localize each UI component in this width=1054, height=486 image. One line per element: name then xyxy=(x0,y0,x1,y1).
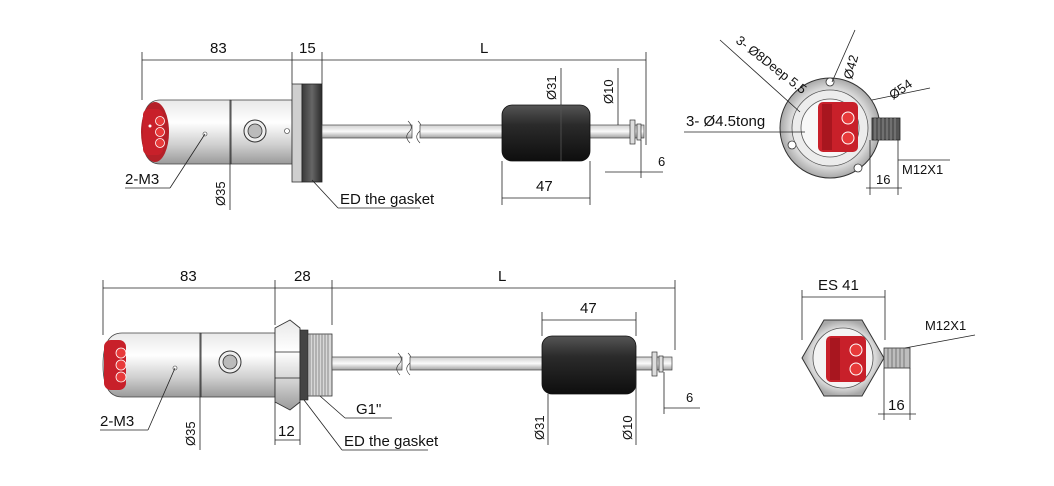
dim-83-label: 83 xyxy=(210,40,227,57)
screw-hole xyxy=(284,128,290,134)
label-through-holes: 3- Ø4.5tong xyxy=(686,113,765,130)
indicator-led xyxy=(849,343,863,357)
connector-pin xyxy=(247,123,263,139)
label-holes: 3- Ø8Deep 5.5 xyxy=(733,33,809,97)
dim-6-label: 6 xyxy=(686,390,693,405)
connector-m12 xyxy=(883,347,911,369)
label-phi42: Ø42 xyxy=(840,53,861,81)
dim-16-label: 16 xyxy=(888,397,905,414)
float-ball xyxy=(501,104,591,162)
dim-16-label: 16 xyxy=(876,172,890,187)
indicator-led xyxy=(155,127,165,137)
dim-L-label: L xyxy=(480,40,488,57)
dim-28-label: 28 xyxy=(294,268,311,285)
label-2-m3: 2-M3 xyxy=(125,171,159,188)
indicator-led xyxy=(115,347,127,359)
leader-screws xyxy=(169,133,206,189)
float-ball xyxy=(541,335,637,395)
end-stop xyxy=(651,351,658,377)
label-m12x1: M12X1 xyxy=(902,162,943,177)
label-g1: G1" xyxy=(356,401,381,418)
leader-gasket xyxy=(303,399,343,451)
bottom-end-view: ES 41 M12X1 16 xyxy=(801,277,976,420)
leader-gasket xyxy=(311,179,339,209)
dim-47-label: 47 xyxy=(580,300,597,317)
connector-m12 xyxy=(871,117,901,141)
indicator-led xyxy=(155,116,165,126)
dim-phi31-label: Ø31 xyxy=(544,75,559,100)
gasket xyxy=(301,83,323,183)
top-end-view: 3- Ø8Deep 5.5 Ø42 Ø54 3- Ø4.5tong 16 M12… xyxy=(684,29,950,195)
indicator-led xyxy=(849,362,863,376)
gasket xyxy=(299,329,309,401)
leader-phi54 xyxy=(871,87,931,101)
indicator-led xyxy=(115,371,127,383)
hex-nut xyxy=(274,319,301,411)
leader-m12 xyxy=(904,334,976,349)
connector-thread xyxy=(874,118,896,140)
mount-hole xyxy=(853,163,863,173)
dim-12-label: 12 xyxy=(278,423,295,440)
label-gasket: ED the gasket xyxy=(344,433,439,450)
display-strip xyxy=(830,338,840,380)
break-mark xyxy=(406,120,412,144)
indicator-led xyxy=(841,111,855,125)
label-phi54: Ø54 xyxy=(886,76,915,102)
connector-thread xyxy=(887,348,905,368)
indicator-led xyxy=(841,131,855,145)
indicator-led xyxy=(155,138,165,148)
leader-screws xyxy=(147,367,176,431)
bottom-side-view: 83 28 L 47 xyxy=(100,268,700,451)
leader-thread xyxy=(319,395,346,419)
dim-L-label: L xyxy=(498,268,506,285)
label-2-m3: 2-M3 xyxy=(100,413,134,430)
dim-83-label: 83 xyxy=(180,268,197,285)
end-stop xyxy=(629,119,636,145)
dim-phi31-label: Ø31 xyxy=(532,415,547,440)
display-strip xyxy=(822,104,832,150)
end-stop xyxy=(636,123,642,141)
thread-lines xyxy=(309,334,329,396)
leader-holes xyxy=(719,39,801,113)
connector-pin xyxy=(222,354,238,370)
dim-phi10-label: Ø10 xyxy=(601,79,616,104)
indicator-led xyxy=(115,359,127,371)
stem-rod xyxy=(321,124,413,139)
label-phi35: Ø35 xyxy=(183,421,198,446)
stem-rod xyxy=(331,356,403,371)
screw-dot xyxy=(148,124,152,128)
label-phi35: Ø35 xyxy=(213,181,228,206)
label-m12x1: M12X1 xyxy=(925,318,966,333)
top-side-view: 83 15 L Ø31 Ø10 xyxy=(125,40,665,210)
leader-phi42 xyxy=(831,29,856,83)
sensor-head xyxy=(102,332,201,398)
break-mark xyxy=(416,120,422,144)
dim-6-label: 6 xyxy=(658,154,665,169)
mount-hole xyxy=(787,140,797,150)
dim-phi10-label: Ø10 xyxy=(620,415,635,440)
mount-hole xyxy=(825,77,835,87)
end-stop xyxy=(658,355,664,373)
label-es41: ES 41 xyxy=(818,277,859,294)
break-mark xyxy=(406,352,412,376)
dim-15-label: 15 xyxy=(299,40,316,57)
break-mark xyxy=(396,352,402,376)
dim-47-label: 47 xyxy=(536,178,553,195)
flange-plate xyxy=(291,83,303,183)
label-gasket: ED the gasket xyxy=(340,191,435,208)
